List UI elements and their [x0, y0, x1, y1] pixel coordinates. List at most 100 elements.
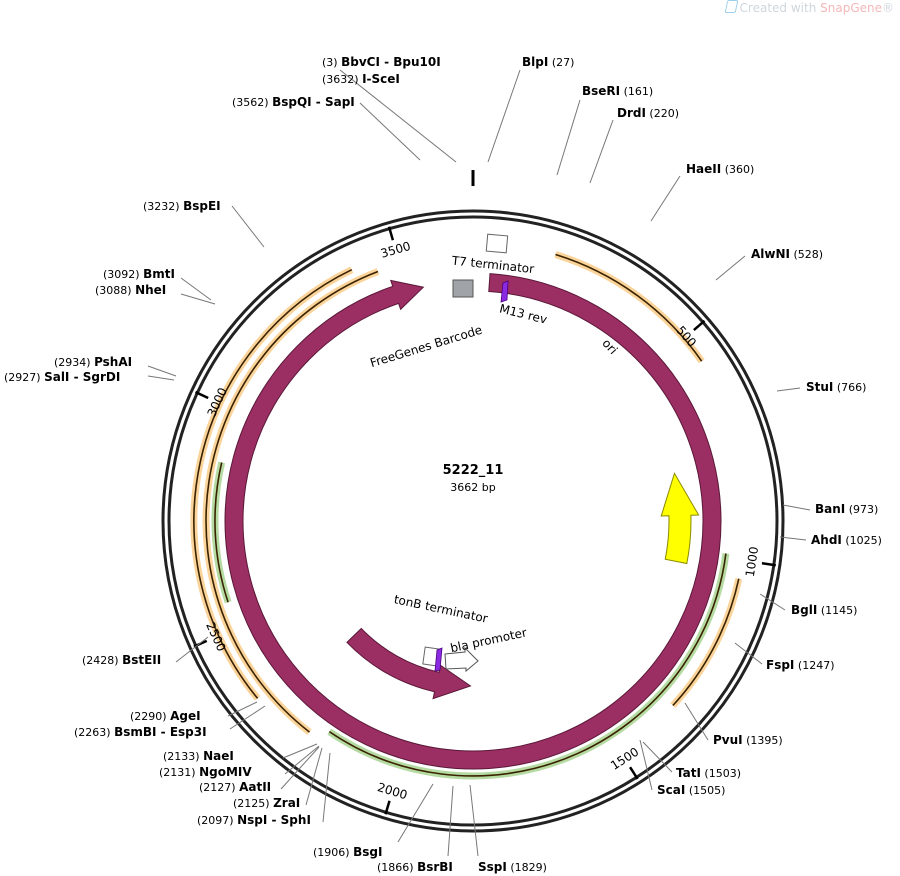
enzyme-label[interactable]: BglI (1145)	[791, 603, 857, 617]
enzyme-label[interactable]: (2097) NspI - SphI	[197, 813, 311, 827]
tick-label: 1000	[743, 546, 761, 578]
enzyme-name: BsgI	[353, 845, 382, 859]
enzyme-label[interactable]: (3092) BmtI	[103, 267, 175, 281]
enzyme-leader-line	[282, 743, 318, 759]
enzyme-label[interactable]: FspI (1247)	[766, 658, 834, 672]
enzyme-label[interactable]: AlwNI (528)	[751, 247, 823, 261]
enzyme-label[interactable]: (2131) NgoMIV	[159, 765, 252, 779]
enzyme-name: AgeI	[170, 709, 200, 723]
enzyme-label[interactable]: SspI (1829)	[478, 860, 547, 874]
tick-label: 2000	[376, 780, 409, 802]
int-feature[interactable]	[224, 273, 722, 770]
enzyme-position: (360)	[721, 163, 754, 176]
enzyme-label[interactable]: ScaI (1505)	[657, 783, 725, 797]
enzyme-label[interactable]: (2263) BsmBI - Esp3I	[74, 725, 207, 739]
tick-mark	[194, 390, 209, 400]
enzyme-name: NspI	[237, 813, 267, 827]
enzyme-position: (1025)	[842, 534, 882, 547]
enzyme-name: BsmBI	[114, 725, 156, 739]
enzyme-position: (1503)	[701, 767, 741, 780]
enzyme-label[interactable]: (2133) NaeI	[163, 749, 234, 763]
enzyme-label[interactable]: (2290) AgeI	[130, 709, 201, 723]
bla-arrow[interactable]	[346, 627, 472, 700]
enzyme-leader-line	[280, 746, 320, 790]
enzyme-name: PvuI	[713, 733, 743, 747]
enzyme-name: BanI	[815, 502, 845, 516]
enzyme-leader-line	[759, 593, 786, 611]
enzyme-label[interactable]: (2927) SalI - SgrDI	[4, 370, 120, 384]
enzyme-leader-line	[684, 702, 709, 741]
enzyme-label[interactable]: (3088) NheI	[95, 283, 166, 297]
enzyme-position: (1829)	[507, 861, 547, 874]
enzyme-label[interactable]: (2127) AatII	[199, 780, 271, 794]
enzyme-position: (2263)	[74, 726, 114, 739]
enzyme-label[interactable]: BanI (973)	[815, 502, 878, 516]
enzyme-label[interactable]: (3232) BspEI	[143, 199, 221, 213]
enzyme-name: NaeI	[203, 749, 234, 763]
enzyme-label[interactable]: (2934) PshAI	[54, 355, 132, 369]
enzyme-leader-line	[650, 175, 681, 222]
enzyme-label[interactable]: StuI (766)	[806, 380, 866, 394]
enzyme-leader-line	[147, 365, 177, 377]
enzyme-label[interactable]: (3) BbvCI - Bpu10I	[322, 55, 441, 69]
enzyme-position: (2934)	[54, 356, 94, 369]
enzyme-label[interactable]: (1866) BsrBI	[377, 860, 453, 874]
enzyme-name: AatII	[239, 780, 271, 794]
enzyme-label[interactable]: BlpI (27)	[522, 55, 574, 69]
bla-feature[interactable]	[346, 627, 472, 700]
enzyme-label[interactable]: DrdI (220)	[617, 106, 679, 120]
label-bla: bla	[588, 603, 611, 625]
enzyme-label[interactable]: AhdI (1025)	[811, 533, 882, 547]
enzyme-position: (2927)	[4, 371, 44, 384]
enzyme-position: (161)	[620, 85, 653, 98]
enzyme-position: (1866)	[377, 861, 417, 874]
orf-line	[214, 462, 229, 603]
enzyme-leader-line	[180, 293, 216, 305]
ori-arrow[interactable]	[660, 472, 700, 565]
int-arc[interactable]	[224, 273, 722, 770]
label-bla-promoter: bla promoter	[449, 625, 528, 655]
enzyme-position: (973)	[845, 503, 878, 516]
ori-feature[interactable]	[660, 472, 700, 565]
enzyme-name: BstEII	[122, 653, 161, 667]
enzyme-label[interactable]: BseRI (161)	[582, 84, 653, 98]
enzyme-name: SspI	[478, 860, 507, 874]
primer-mark-icon[interactable]	[434, 647, 443, 672]
orf-line	[205, 270, 379, 733]
enzyme-label[interactable]: (3562) BspQI - SapI	[232, 95, 355, 109]
enzyme-position: (2125)	[233, 797, 273, 810]
enzyme-name: HaeII	[686, 162, 721, 176]
enzyme-position: (766)	[833, 381, 866, 394]
enzyme-label[interactable]: PvuI (1395)	[713, 733, 783, 747]
enzyme-name: - Esp3I	[156, 725, 206, 739]
tick-mark	[384, 800, 391, 815]
enzyme-position: (220)	[646, 107, 679, 120]
enzyme-name: - SapI	[312, 95, 355, 109]
orf-arcs	[190, 251, 743, 780]
enzyme-leader-line	[447, 785, 454, 857]
enzyme-name: NgoMIV	[199, 765, 252, 779]
enzyme-name: - SgrDI	[69, 370, 120, 384]
enzyme-label[interactable]: HaeII (360)	[686, 162, 754, 176]
enzyme-label[interactable]: (2428) BstEII	[82, 653, 161, 667]
enzyme-position: (3232)	[143, 200, 183, 213]
enzyme-leader-line	[734, 642, 763, 665]
enzyme-label[interactable]: (3632) I-SceI	[322, 72, 400, 86]
enzyme-leader-line	[284, 745, 320, 775]
enzyme-position: (2097)	[197, 814, 237, 827]
m13-rev-primer-icon[interactable]	[500, 280, 509, 303]
enzyme-label[interactable]: (1906) BsgI	[313, 845, 382, 859]
enzyme-label[interactable]: (2125) ZraI	[233, 796, 300, 810]
t7-terminator-box[interactable]	[485, 233, 509, 254]
label-freegenes-barcode: FreeGenes Barcode	[368, 323, 483, 370]
enzyme-position: (2133)	[163, 750, 203, 763]
enzyme-name: DrdI	[617, 106, 646, 120]
tick-mark	[387, 226, 395, 241]
enzyme-leader-line	[180, 277, 212, 301]
enzyme-name: - SphI	[267, 813, 311, 827]
freegenes-barcode-box[interactable]	[452, 279, 474, 298]
enzyme-label[interactable]: TatI (1503)	[676, 766, 741, 780]
enzyme-position: (3632)	[322, 73, 362, 86]
bla-promoter-arrow[interactable]	[444, 646, 479, 673]
